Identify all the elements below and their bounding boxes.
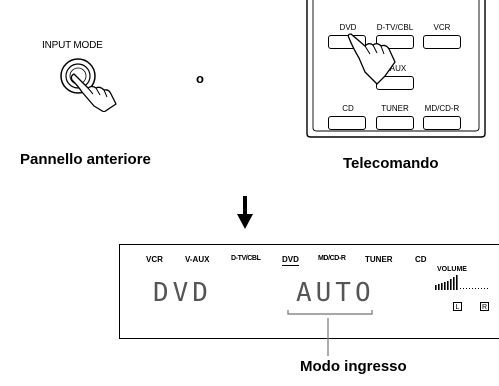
input-mode-label: INPUT MODE — [42, 40, 103, 51]
mode-leader-line — [327, 318, 329, 356]
or-separator: o — [196, 71, 204, 86]
pressing-hand-icon — [347, 33, 396, 85]
front-display: VCR V-AUX D-TV/CBL DVD MD/CD-R TUNER CD … — [119, 244, 499, 339]
remote-label-aux: AUX — [389, 64, 407, 73]
remote-label-tuner: TUNER — [381, 104, 409, 113]
pressing-hand-icon — [70, 73, 117, 112]
display-main-text: DVD — [153, 278, 212, 308]
remote-label-dtv-cbl: D-TV/CBL — [376, 23, 414, 32]
remote-label-vcr: VCR — [433, 23, 451, 32]
remote-md-cdr-button[interactable] — [423, 116, 461, 130]
display-source-v-aux: V-AUX — [185, 255, 210, 264]
display-source-dtv-cbl: D-TV/CBL — [231, 255, 261, 262]
front-panel-caption: Pannello anteriore — [20, 151, 151, 168]
remote-label-md-cdr: MD/CD-R — [424, 104, 460, 113]
display-source-md-cdr: MD/CD-R — [318, 255, 346, 262]
right-channel-indicator: R — [480, 302, 489, 311]
remote-tuner-button[interactable] — [376, 116, 414, 130]
volume-label: VOLUME — [437, 266, 467, 273]
remote-caption: Telecomando — [343, 155, 439, 172]
remote-label-dvd: DVD — [339, 23, 357, 32]
display-source-dvd: DVD — [282, 255, 299, 266]
input-mode-button[interactable] — [52, 52, 132, 112]
remote-vcr-button[interactable] — [423, 35, 461, 49]
remote-cd-button[interactable] — [328, 116, 366, 130]
display-source-cd: CD — [415, 255, 427, 264]
input-mode-caption: Modo ingresso — [300, 358, 407, 375]
mode-bracket — [287, 310, 373, 315]
volume-meter-icon — [435, 275, 488, 290]
left-channel-indicator: L — [453, 302, 462, 311]
remote-label-cd: CD — [342, 104, 354, 113]
display-mode-text: AUTO — [296, 278, 375, 308]
display-source-vcr: VCR — [146, 255, 163, 264]
down-arrow-icon — [237, 196, 253, 229]
display-source-tuner: TUNER — [365, 255, 393, 264]
remote-control: DVD D-TV/CBL VCR AUX CD TUNER MD/CD-R — [305, 0, 487, 138]
